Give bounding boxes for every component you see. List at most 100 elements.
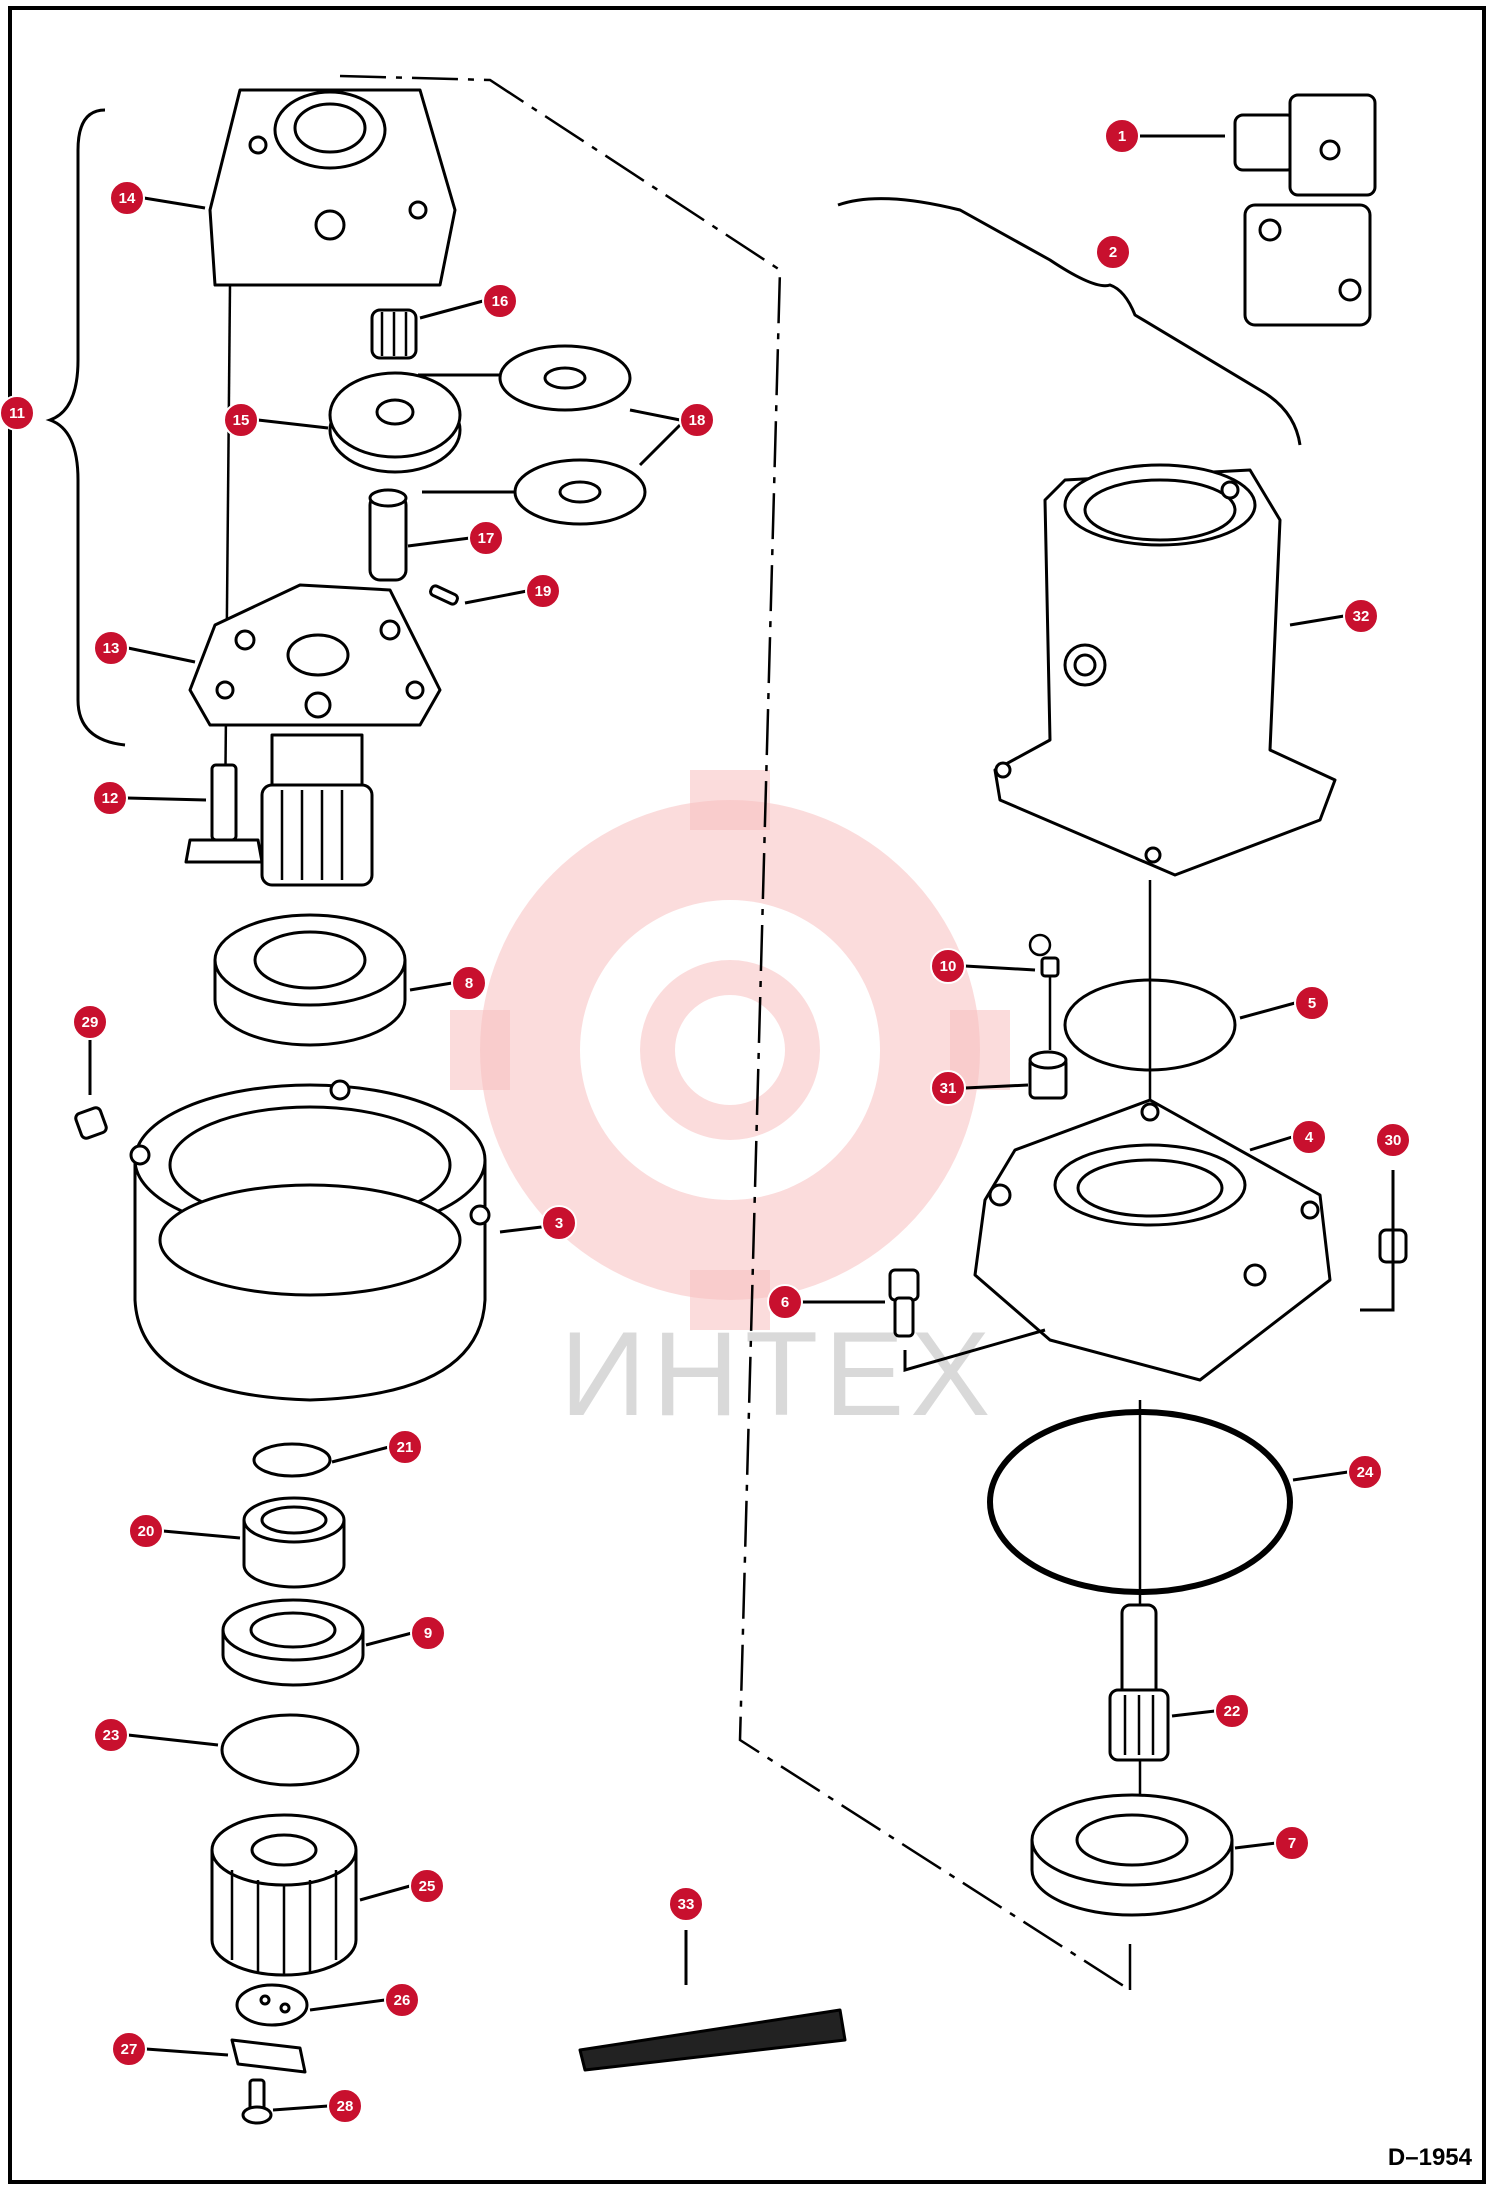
callout-marker-26: 26 bbox=[384, 1982, 420, 2018]
part-21-o-ring bbox=[252, 1442, 332, 1478]
callout-label: 4 bbox=[1305, 1129, 1314, 1146]
axis-line bbox=[223, 284, 232, 821]
callout-label: 25 bbox=[419, 1878, 436, 1895]
assembly-centerline bbox=[339, 74, 1131, 1992]
callout-label: 19 bbox=[535, 583, 552, 600]
callout-label: 28 bbox=[337, 2098, 354, 2115]
part-14-motor-housing bbox=[208, 88, 457, 287]
part-32-gearbox-housing bbox=[993, 463, 1337, 877]
callout-marker-29: 29 bbox=[72, 1004, 108, 1040]
callout-label: 14 bbox=[119, 190, 136, 207]
callout-marker-2: 2 bbox=[1095, 234, 1131, 270]
callout-label: 31 bbox=[940, 1080, 957, 1097]
part-9-seal bbox=[221, 1598, 365, 1687]
callout-label: 20 bbox=[138, 1523, 155, 1540]
watermark-gear-icon bbox=[450, 770, 1010, 1330]
callout-marker-31: 31 bbox=[930, 1070, 966, 1106]
callout-label: 32 bbox=[1353, 608, 1370, 625]
part-15-planet-gear bbox=[328, 371, 462, 474]
part-10-dipstick bbox=[1028, 933, 1060, 1050]
callout-label: 24 bbox=[1357, 1464, 1374, 1481]
callout-marker-28: 28 bbox=[327, 2088, 363, 2124]
callout-marker-9: 9 bbox=[410, 1615, 446, 1651]
watermark-text: ИНТЕХ bbox=[560, 1307, 996, 1441]
part-31-fitting bbox=[1028, 1050, 1068, 1100]
callout-marker-5: 5 bbox=[1294, 985, 1330, 1021]
callout-label: 27 bbox=[121, 2041, 138, 2058]
callout-label: 22 bbox=[1224, 1703, 1241, 1720]
part-29-set-screw bbox=[74, 1106, 108, 1140]
assembly-brace bbox=[45, 108, 126, 747]
carrier-output-shaft bbox=[260, 733, 374, 887]
callout-marker-15: 15 bbox=[223, 402, 259, 438]
callout-marker-16: 16 bbox=[482, 283, 518, 319]
callout-markers: 1234567891011121314151617181920212223242… bbox=[0, 118, 1411, 2124]
callout-marker-33: 33 bbox=[668, 1886, 704, 1922]
callout-label: 6 bbox=[781, 1294, 789, 1311]
callout-marker-24: 24 bbox=[1347, 1454, 1383, 1490]
callout-label: 3 bbox=[555, 1215, 563, 1232]
callout-label: 29 bbox=[82, 1014, 99, 1031]
drawing-number: D–1954 bbox=[1387, 2144, 1472, 2171]
part-7-bearing bbox=[1030, 1793, 1234, 1917]
callout-label: 26 bbox=[394, 1992, 411, 2009]
callout-label: 10 bbox=[940, 958, 957, 975]
callout-marker-7: 7 bbox=[1274, 1825, 1310, 1861]
callout-label: 33 bbox=[678, 1896, 695, 1913]
part-12-bolt bbox=[184, 763, 264, 864]
part-22-drive-shaft bbox=[1108, 1603, 1170, 1762]
callout-marker-23: 23 bbox=[93, 1717, 129, 1753]
callout-marker-17: 17 bbox=[468, 520, 504, 556]
callout-marker-6: 6 bbox=[767, 1284, 803, 1320]
part-3-ring-gear-housing bbox=[129, 1079, 491, 1402]
part-16-needle-bearing bbox=[370, 308, 418, 360]
callout-label: 13 bbox=[103, 640, 120, 657]
part-19-roll-pin bbox=[429, 584, 459, 606]
callout-marker-10: 10 bbox=[930, 948, 966, 984]
callout-label: 9 bbox=[424, 1625, 432, 1642]
part-28-bolt bbox=[241, 2078, 273, 2125]
part-17-planet-pin bbox=[368, 488, 408, 582]
part-20-bushing bbox=[242, 1496, 346, 1589]
callout-marker-1: 1 bbox=[1104, 118, 1140, 154]
callout-marker-4: 4 bbox=[1291, 1119, 1327, 1155]
callout-label: 15 bbox=[233, 412, 250, 429]
part-27-lock-plate bbox=[230, 2038, 307, 2074]
callout-marker-21: 21 bbox=[387, 1429, 423, 1465]
callout-marker-32: 32 bbox=[1343, 598, 1379, 634]
part-6-bolt bbox=[888, 1268, 920, 1338]
part-13-planet-carrier bbox=[188, 583, 442, 727]
callout-marker-27: 27 bbox=[111, 2031, 147, 2067]
assembly-brace-2 bbox=[837, 197, 1302, 446]
callout-marker-13: 13 bbox=[93, 630, 129, 666]
callout-label: 23 bbox=[103, 1727, 120, 1744]
callout-marker-22: 22 bbox=[1214, 1693, 1250, 1729]
part-4-adapter-housing bbox=[973, 1098, 1332, 1382]
callout-marker-8: 8 bbox=[451, 965, 487, 1001]
callout-marker-20: 20 bbox=[128, 1513, 164, 1549]
callout-label: 12 bbox=[102, 790, 119, 807]
callout-marker-3: 3 bbox=[541, 1205, 577, 1241]
callout-label: 17 bbox=[478, 530, 495, 547]
part-23-snap-ring bbox=[220, 1713, 360, 1787]
callout-label: 7 bbox=[1288, 1835, 1296, 1852]
part-8-bearing bbox=[213, 913, 407, 1047]
callout-label: 1 bbox=[1118, 128, 1126, 145]
callout-marker-18: 18 bbox=[679, 402, 715, 438]
callout-label: 8 bbox=[465, 975, 473, 992]
part-1-valve-assembly bbox=[1233, 93, 1377, 327]
part-18-thrust-washers bbox=[498, 344, 647, 526]
callout-label: 5 bbox=[1308, 995, 1316, 1012]
callout-label: 16 bbox=[492, 293, 509, 310]
callout-label: 11 bbox=[9, 405, 25, 422]
callout-marker-19: 19 bbox=[525, 573, 561, 609]
callout-label: 30 bbox=[1385, 1132, 1402, 1149]
part-33-sealant bbox=[578, 2008, 847, 2072]
part-25-pinion-gear bbox=[210, 1813, 358, 1977]
callout-marker-12: 12 bbox=[92, 780, 128, 816]
callout-label: 21 bbox=[397, 1439, 414, 1456]
callout-marker-30: 30 bbox=[1375, 1122, 1411, 1158]
callout-label: 2 bbox=[1109, 244, 1117, 261]
callout-marker-14: 14 bbox=[109, 180, 145, 216]
